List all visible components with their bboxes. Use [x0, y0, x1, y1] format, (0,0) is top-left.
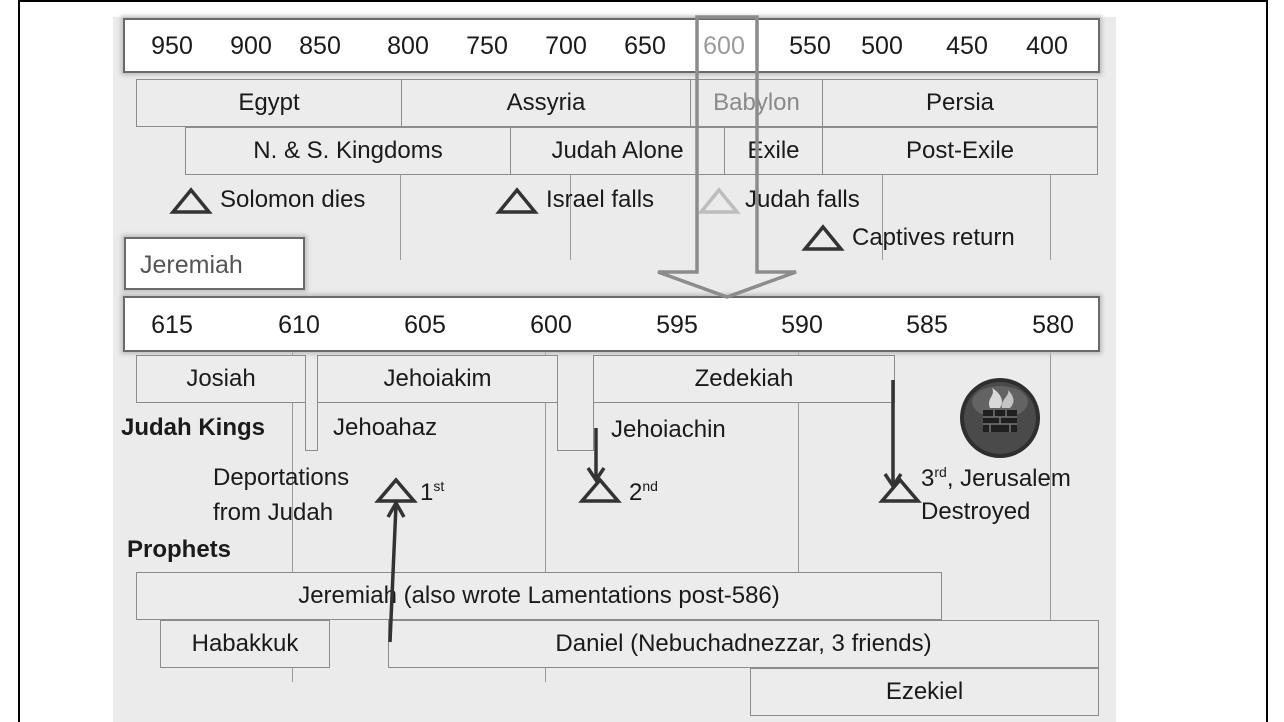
king-jehoiachin: Jehoiachin: [611, 416, 726, 443]
prophet-habakkuk: Habakkuk: [160, 620, 330, 668]
deportation-first-number: 1: [420, 479, 434, 506]
year-tick: 750: [466, 32, 508, 60]
burning-wall-icon: [960, 378, 1040, 458]
king-jehoiakim: Jehoiakim: [317, 355, 558, 403]
arrowhead: [883, 473, 903, 490]
grid-line: [798, 352, 799, 622]
focus-title-box: Jeremiah: [124, 237, 305, 290]
year-tick: 950: [151, 32, 193, 60]
year-tick: 585: [906, 311, 948, 339]
grid-line: [1050, 352, 1051, 622]
arrowhead: [386, 499, 406, 518]
period-post-exile: Post-Exile: [822, 127, 1098, 175]
prophet-jeremiah: Jeremiah (also wrote Lamentations post-5…: [136, 572, 942, 620]
year-tick: 400: [1026, 32, 1068, 60]
year-tick: 550: [789, 32, 831, 60]
event-solomon-dies: Solomon dies: [220, 186, 366, 213]
year-tick: 450: [946, 32, 988, 60]
year-tick: 700: [545, 32, 587, 60]
grid-line: [545, 352, 546, 682]
deportation-first-suffix: st: [433, 478, 445, 494]
triangle-icon: [169, 187, 213, 214]
prophet-ezekiel: Ezekiel: [750, 668, 1099, 716]
grid-line: [400, 175, 401, 260]
deportation-third-number: 3: [921, 465, 935, 492]
triangle-icon: [801, 224, 845, 251]
event-judah-falls: Judah falls: [745, 186, 860, 213]
year-tick: 580: [1032, 311, 1074, 339]
jehoiachin-bracket: [557, 450, 594, 451]
deportation-third: 3rd, Jerusalem: [921, 464, 1071, 493]
deportation-first: 1st: [420, 478, 444, 507]
triangle-icon: [878, 477, 922, 503]
deportations-label-line1: Deportations: [213, 464, 350, 491]
king-zedekiah: Zedekiah: [593, 355, 895, 403]
arrowhead: [586, 467, 606, 484]
king-jehoahaz: Jehoahaz: [333, 414, 438, 441]
grid-line: [882, 175, 883, 260]
year-tick-highlighted: 600: [703, 32, 745, 60]
event-israel-falls: Israel falls: [546, 186, 655, 213]
prophet-daniel: Daniel (Nebuchadnezzar, 3 friends): [388, 620, 1099, 668]
deportation-third-text: , Jerusalem: [946, 465, 1071, 492]
zoom-arrow-icon: [657, 15, 797, 299]
top-year-scale: 950 900 850 800 750 700 650 600 550 500 …: [123, 18, 1100, 73]
left-border: [18, 0, 20, 722]
jehoiachin-bracket: [593, 403, 594, 451]
year-tick: 800: [387, 32, 429, 60]
event-captives-return: Captives return: [852, 224, 1015, 251]
year-tick: 595: [656, 311, 698, 339]
triangle-icon: [697, 187, 741, 214]
deportation-second-suffix: nd: [642, 478, 658, 494]
period-divided-kingdoms: N. & S. Kingdoms: [185, 127, 511, 175]
jehoahaz-bracket: [317, 403, 318, 451]
year-tick: 600: [530, 311, 572, 339]
deportation-third-suffix: rd: [934, 464, 947, 480]
year-tick: 610: [278, 311, 320, 339]
king-josiah: Josiah: [136, 355, 306, 403]
right-border: [1266, 0, 1268, 722]
year-tick: 605: [404, 311, 446, 339]
triangle-icon: [374, 477, 418, 503]
deportation-second-number: 2: [629, 479, 643, 506]
jehoahaz-bracket: [305, 450, 318, 451]
triangle-icon: [578, 477, 622, 503]
deportations-label-line2: from Judah: [213, 499, 334, 526]
period-judah-alone: Judah Alone: [510, 127, 725, 175]
deportation-second: 2nd: [629, 478, 658, 507]
deportation-third-destroyed: Destroyed: [921, 498, 1031, 525]
triangle-icon: [495, 187, 539, 214]
jehoahaz-bracket: [305, 403, 306, 451]
year-tick: 900: [230, 32, 272, 60]
year-tick: 850: [299, 32, 341, 60]
grid-line: [570, 175, 571, 260]
bottom-year-scale: 615 610 605 600 595 590 585 580: [123, 296, 1100, 352]
year-tick: 590: [781, 311, 823, 339]
grid-line: [1050, 175, 1051, 260]
year-tick: 500: [861, 32, 903, 60]
grid-line: [292, 352, 293, 682]
year-tick: 615: [151, 311, 193, 339]
jehoiachin-bracket: [557, 403, 558, 451]
top-border: [18, 0, 1268, 2]
year-tick: 650: [624, 32, 666, 60]
empire-persia: Persia: [822, 79, 1098, 127]
judah-kings-label: Judah Kings: [121, 414, 266, 441]
empire-assyria: Assyria: [401, 79, 691, 127]
focus-title: Jeremiah: [140, 251, 243, 279]
up-arrow-icon: [388, 504, 398, 643]
prophets-label: Prophets: [127, 536, 232, 563]
